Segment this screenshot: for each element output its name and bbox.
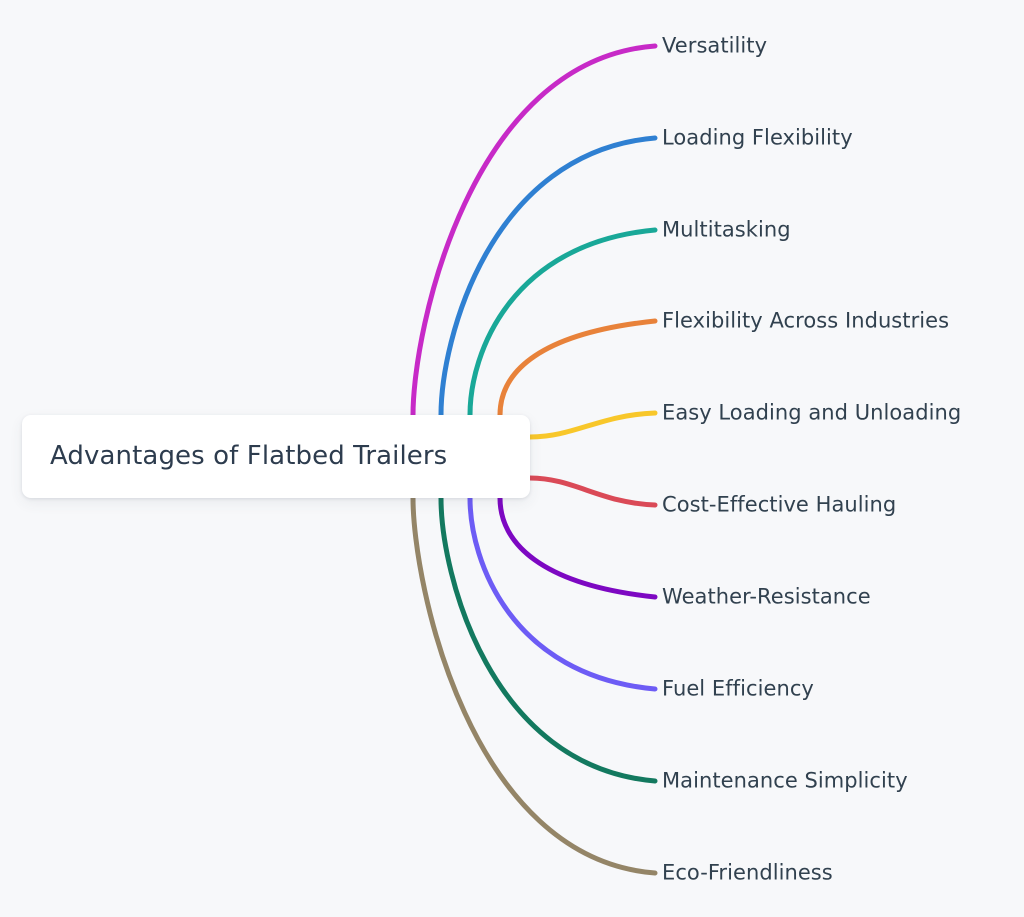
branch-label[interactable]: Fuel Efficiency — [662, 676, 814, 701]
branch-label[interactable]: Loading Flexibility — [662, 125, 853, 150]
branch-label[interactable]: Easy Loading and Unloading — [662, 400, 962, 425]
branch-connector — [467, 227, 658, 418]
branch-connector — [410, 43, 658, 418]
branch-label[interactable]: Maintenance Simplicity — [662, 768, 908, 793]
branch-label[interactable]: Cost-Effective Hauling — [662, 492, 897, 517]
branch-label[interactable]: Weather-Resistance — [662, 584, 871, 609]
branch-connector — [438, 135, 658, 418]
branch-connector — [497, 318, 658, 418]
branch-connector — [497, 495, 658, 600]
branch-label[interactable]: Multitasking — [662, 217, 791, 242]
branch-connector — [438, 495, 658, 784]
branch-connector — [410, 495, 658, 876]
root-node[interactable]: Advantages of Flatbed Trailers — [22, 415, 530, 498]
root-node-label: Advantages of Flatbed Trailers — [50, 440, 448, 471]
branch-connector — [467, 495, 658, 692]
branch-connector — [527, 410, 658, 440]
branch-label[interactable]: Flexibility Across Industries — [662, 308, 950, 333]
branch-connector — [527, 475, 658, 508]
branch-label[interactable]: Eco-Friendliness — [662, 860, 833, 885]
branch-label[interactable]: Versatility — [662, 33, 768, 58]
